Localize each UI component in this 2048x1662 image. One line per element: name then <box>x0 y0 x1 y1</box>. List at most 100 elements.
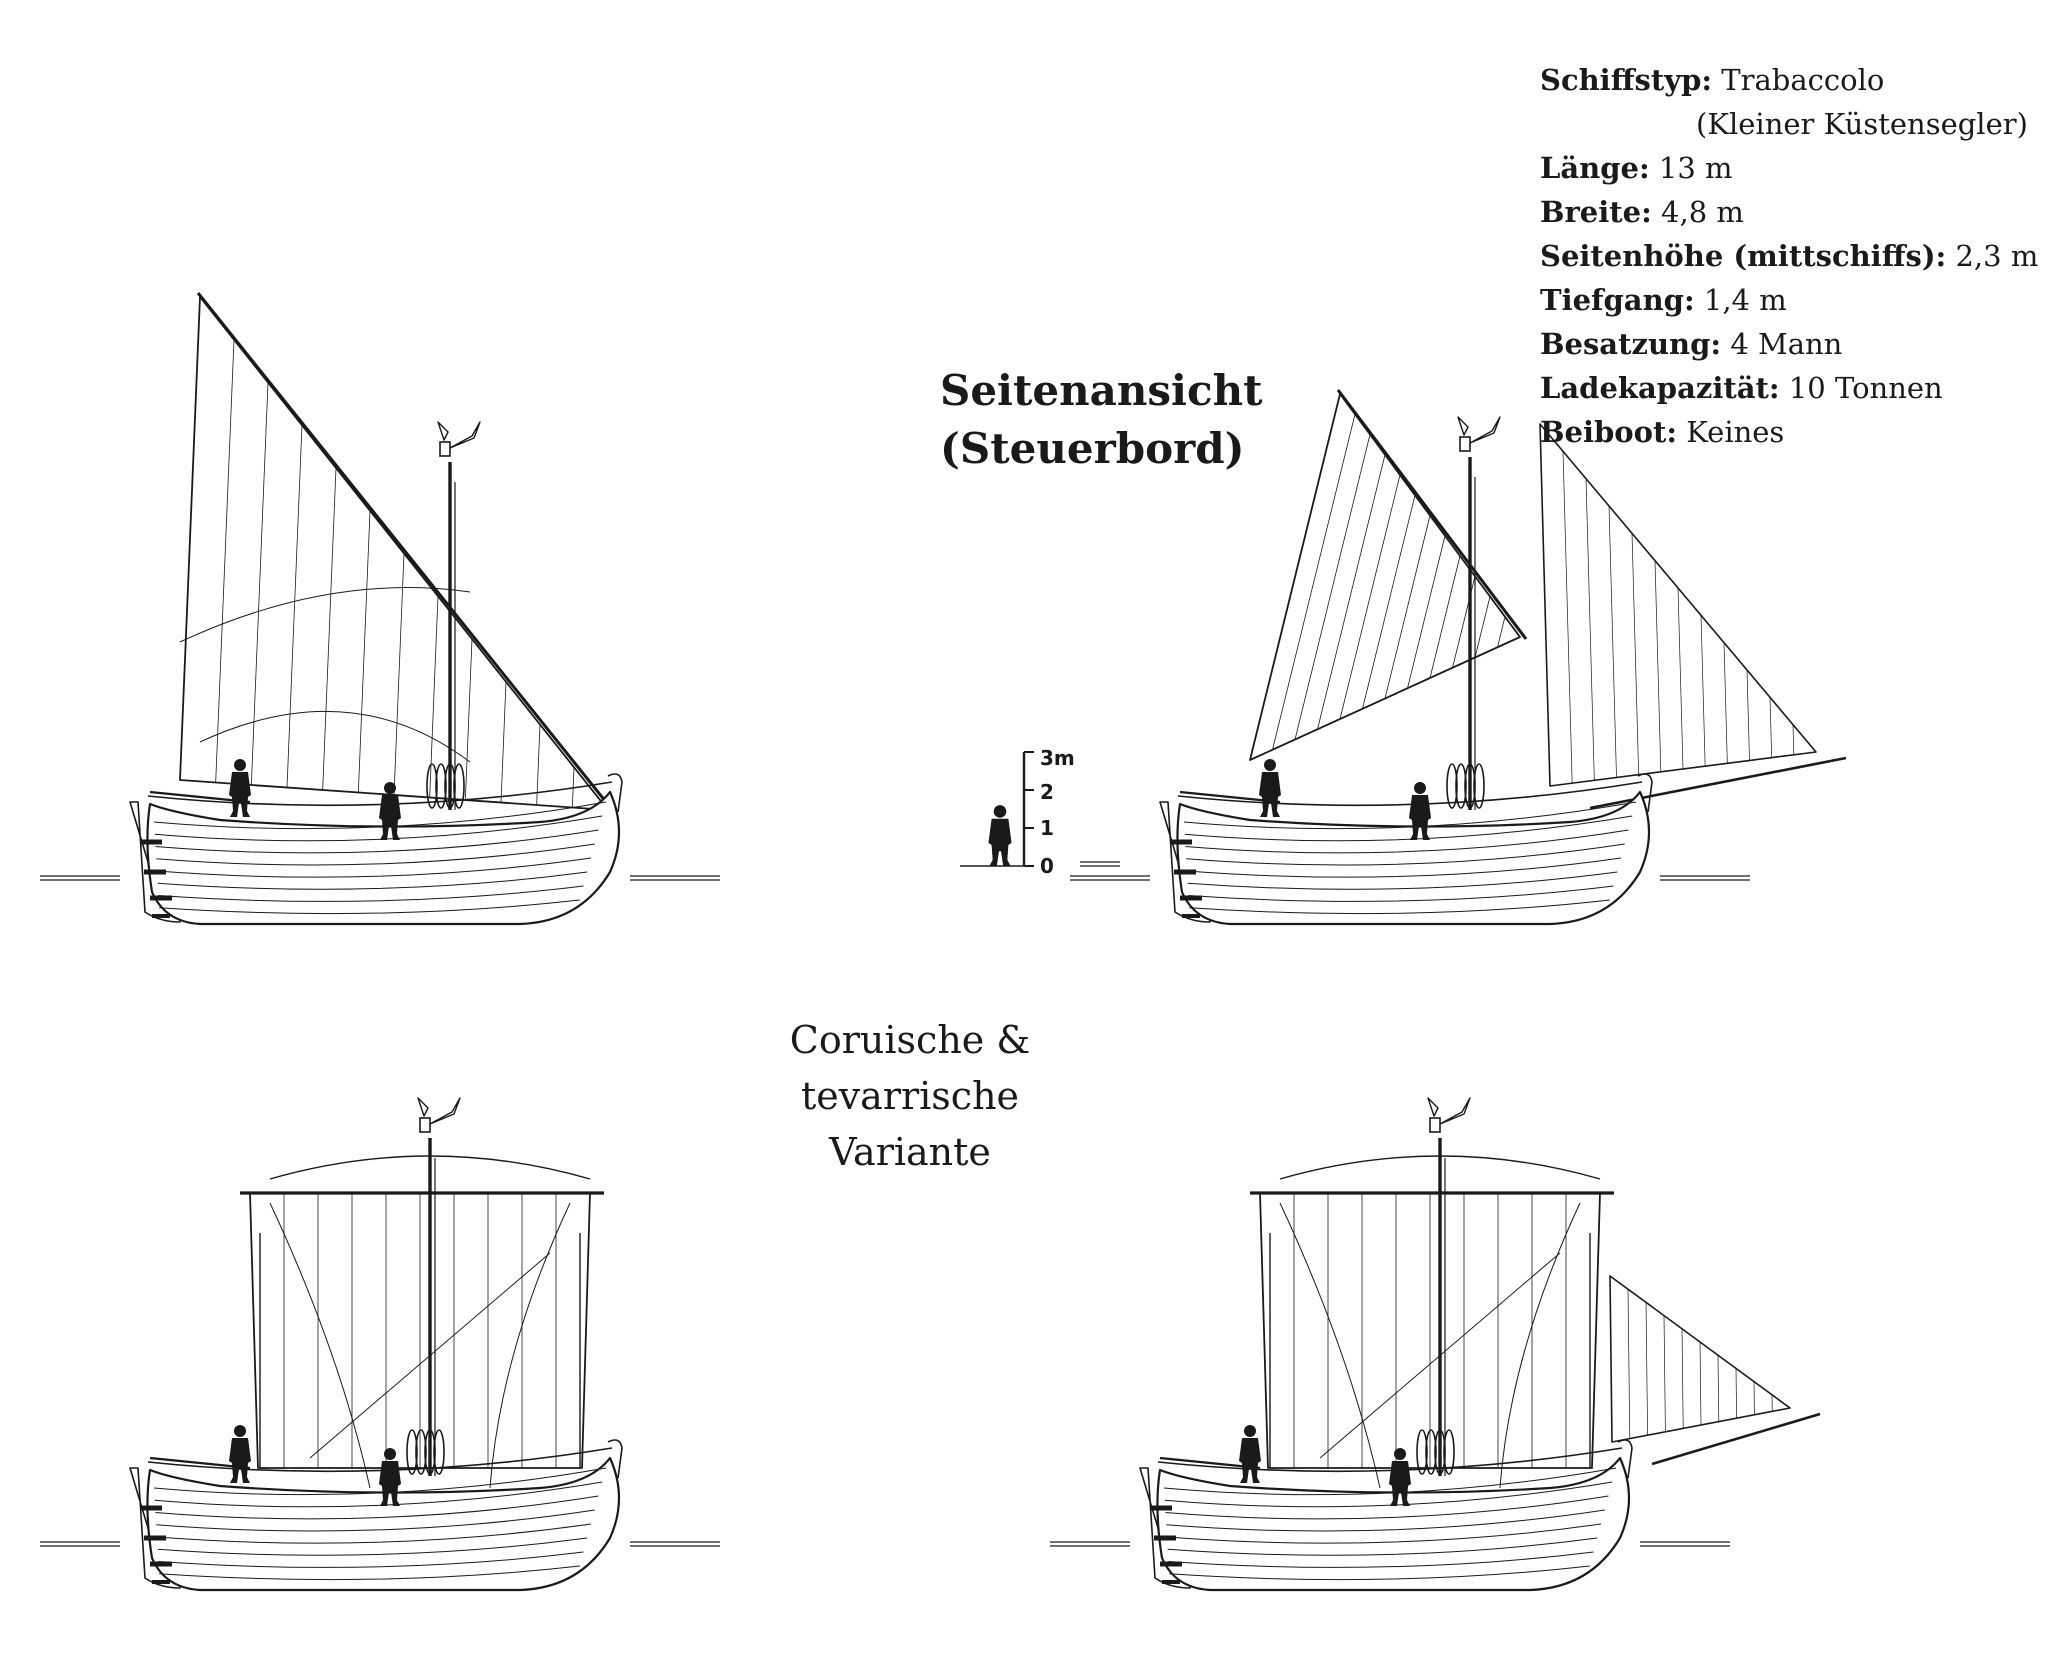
spec-beam: Breite: 4,8 m <box>1540 190 2038 234</box>
sail-seam <box>1384 515 1431 699</box>
square-sail-ship <box>40 1097 720 1592</box>
hull-plank <box>153 1467 607 1496</box>
sail-seam <box>286 425 303 788</box>
yard <box>1336 389 1528 640</box>
sail-seam <box>1631 533 1640 775</box>
hull-body <box>146 1456 621 1592</box>
masthead-vane <box>429 1097 461 1125</box>
variant-title-line: Variante <box>829 1130 991 1174</box>
clew-line <box>489 1202 571 1489</box>
hull-body <box>1156 1456 1631 1592</box>
masthead-vane <box>1469 416 1501 444</box>
yard <box>196 292 616 813</box>
spec-crew: Besatzung: 4 Mann <box>1540 322 2038 366</box>
sail-seam <box>1654 560 1662 772</box>
masthead-box <box>439 441 451 457</box>
sail-seam <box>1317 454 1386 730</box>
figure-body <box>229 1438 251 1483</box>
hull-plank <box>1186 857 1622 878</box>
spec-cargo: Ladekapazität: 10 Tonnen <box>1540 366 2038 410</box>
spec-value: 1,4 m <box>1703 283 1787 317</box>
deadeye <box>1464 763 1476 809</box>
crew-figure <box>229 1425 251 1483</box>
figure-head <box>1394 1448 1406 1460</box>
masthead-pennant <box>417 1097 429 1117</box>
spec-label: Besatzung: <box>1540 327 1722 361</box>
sheer-rail <box>1177 781 1643 807</box>
figure-body <box>1239 1438 1261 1483</box>
sail-seam <box>1769 697 1773 758</box>
deadeye <box>424 1429 436 1475</box>
deadeye <box>406 1429 418 1475</box>
sail-seam <box>1681 1328 1684 1429</box>
spec-value: 2,3 m <box>1955 239 2039 273</box>
spec-boat: Beiboot: Keines <box>1540 410 2038 454</box>
view-title-line: Seitenansicht <box>940 366 1263 415</box>
hull-plank <box>1164 1481 1613 1508</box>
crew-figure <box>1389 1448 1411 1506</box>
hull <box>1050 1439 1730 1592</box>
spec-label: Tiefgang: <box>1540 283 1695 317</box>
sail-seam <box>393 553 405 796</box>
figure-body <box>229 772 251 817</box>
hull-plank <box>157 871 588 890</box>
scale-label-3m: 3m <box>1040 746 1075 770</box>
hull-plank <box>1185 829 1629 854</box>
masthead-vane <box>449 421 481 449</box>
figure-head <box>234 1425 246 1437</box>
hull-plank <box>159 899 580 915</box>
sail-seam <box>1362 495 1416 709</box>
sail-seam <box>1497 616 1506 648</box>
sail-seam <box>250 382 269 786</box>
variant-title-line: Coruische & tevarrische <box>789 1018 1031 1118</box>
masthead-pennant <box>437 421 449 441</box>
sail-seam <box>1677 587 1684 770</box>
hull-plank <box>155 1495 599 1520</box>
spec-ship-type-note: (Kleiner Küstensegler) <box>1696 107 2028 141</box>
deadeye <box>415 1429 427 1475</box>
hull <box>40 773 720 926</box>
spec-label: Seitenhöhe (mittschiffs): <box>1540 239 1947 273</box>
topping-lift <box>1279 1155 1601 1180</box>
sail-seam <box>1717 1355 1720 1422</box>
spec-value: 4 Mann <box>1730 327 1843 361</box>
deadeye <box>433 1429 445 1475</box>
figure-head <box>993 805 1007 818</box>
figure-head <box>1414 782 1426 794</box>
hull <box>40 1439 720 1592</box>
sail-seam <box>1562 451 1573 784</box>
hull-plank <box>1169 1565 1590 1581</box>
hull-plank <box>1189 899 1610 915</box>
spec-value: Keines <box>1686 415 1785 449</box>
masthead-vane <box>1439 1097 1471 1125</box>
figure-body <box>1259 772 1281 817</box>
variant-title: Coruische & tevarrische Variante <box>700 1012 1120 1180</box>
brail-line <box>199 710 471 763</box>
clew-line <box>1499 1202 1581 1489</box>
hull-plank <box>153 801 607 830</box>
deadeye <box>435 763 447 809</box>
masthead-pennant <box>1457 416 1469 436</box>
hull-plank <box>1188 885 1614 902</box>
sail <box>179 296 609 811</box>
sail-seam <box>1474 596 1491 658</box>
masthead-pennant <box>1427 1097 1439 1117</box>
hull-body <box>1176 790 1651 926</box>
spec-label: Breite: <box>1540 195 1652 229</box>
sail-seam <box>1700 615 1706 767</box>
spec-value: 10 Tonnen <box>1788 371 1943 405</box>
figure-head <box>1264 759 1276 771</box>
topping-lift <box>269 1155 591 1180</box>
hull-plank <box>1183 801 1637 830</box>
lateen-sail-ship <box>40 292 720 926</box>
spec-value: 4,8 m <box>1661 195 1744 229</box>
stem-post <box>607 773 623 813</box>
specifications-panel: Schiffstyp: Trabaccolo (Kleiner Küstense… <box>1540 58 2038 454</box>
jib-sail <box>1539 423 1817 787</box>
hull-plank <box>154 815 603 842</box>
view-title: Seitenansicht (Steuerbord) <box>940 362 1263 478</box>
crew-figure <box>988 805 1012 866</box>
sail-seam <box>215 339 235 783</box>
hull-plank <box>1166 1509 1605 1532</box>
spec-label: Schiffstyp: <box>1540 63 1713 97</box>
